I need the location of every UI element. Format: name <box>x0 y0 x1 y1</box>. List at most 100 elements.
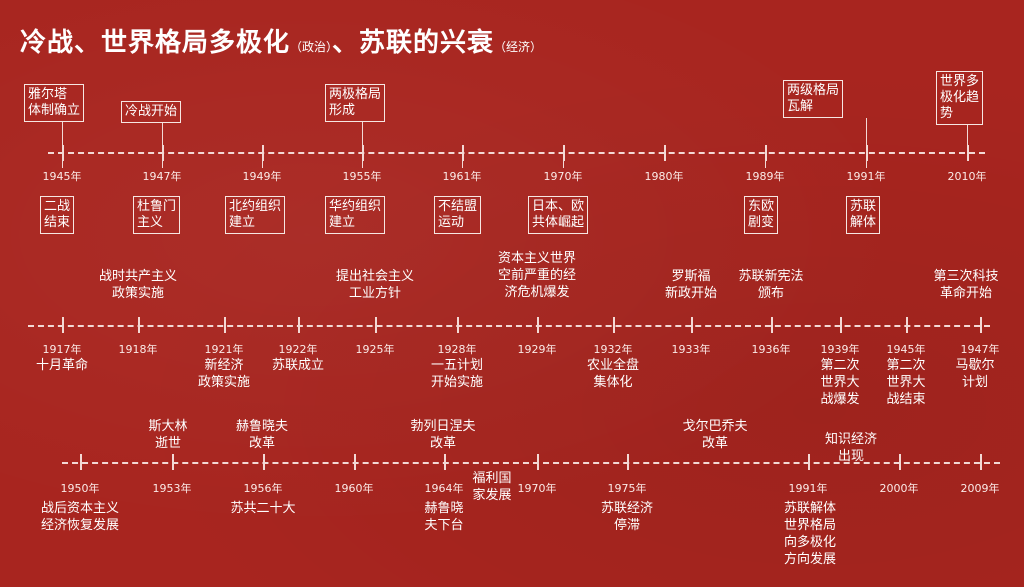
timeline-1-connector <box>967 125 968 152</box>
timeline-2-tick <box>138 317 140 333</box>
timeline-2-event-label: 苏联成立 <box>271 358 325 373</box>
timeline-2-tick <box>771 317 773 333</box>
timeline-2-tick <box>613 317 615 333</box>
timeline-2-event-label: 第三次科技革命开始 <box>933 269 999 301</box>
timeline-2-year-label: 1928年 <box>437 343 477 356</box>
timeline-3-tick <box>808 454 810 470</box>
timeline-2-tick <box>375 317 377 333</box>
timeline-1-event-box: 雅尔塔体制确立 <box>24 84 85 122</box>
timeline-3-event-label: 戈尔巴乔夫改革 <box>682 419 748 451</box>
timeline-1-event-box: 苏联解体 <box>846 196 881 234</box>
timeline-1-event-box: 东欧剧变 <box>744 196 779 234</box>
page-title: 冷战、世界格局多极化（政治）、苏联的兴衰（经济） <box>20 22 542 59</box>
timeline-1-year-label: 1991年 <box>846 170 886 183</box>
title-part2: 、苏联的兴衰 <box>332 28 495 58</box>
timeline-3-event-label: 知识经济出现 <box>824 432 878 464</box>
timeline-3-tick <box>354 454 356 470</box>
timeline-3-event-label: 福利国家发展 <box>472 471 512 503</box>
timeline-2-year-label: 1917年 <box>42 343 82 356</box>
timeline-2-year-label: 1925年 <box>355 343 395 356</box>
timeline-1-year-label: 1945年 <box>42 170 82 183</box>
timeline-1-event-box: 北约组织建立 <box>225 196 286 234</box>
timeline-2-event-label: 农业全盘集体化 <box>586 358 640 390</box>
timeline-1-year-label: 2010年 <box>947 170 987 183</box>
timeline-1-tick <box>967 145 969 161</box>
timeline-1-tick <box>262 145 264 161</box>
timeline-3-year-label: 1956年 <box>243 482 283 495</box>
title-note-politics: （政治） <box>290 40 333 54</box>
timeline-1-year-label: 1955年 <box>342 170 382 183</box>
timeline-1-connector <box>462 160 463 168</box>
timeline-1-connector <box>866 118 867 152</box>
timeline-3-event-label: 苏共二十大 <box>230 501 296 516</box>
timeline-2-event-label: 第二次世界大战爆发 <box>820 358 860 407</box>
timeline-2-year-label: 1929年 <box>517 343 557 356</box>
timeline-1-connector <box>162 123 163 152</box>
timeline-1-year-label: 1947年 <box>142 170 182 183</box>
timeline-2-event-label: 新经济政策实施 <box>197 358 251 390</box>
timeline-3-tick <box>627 454 629 470</box>
timeline-2-event-label: 罗斯福新政开始 <box>664 269 718 301</box>
timeline-1-event-box: 两极格局形成 <box>325 84 386 122</box>
timeline-2-tick <box>457 317 459 333</box>
timeline-1-connector <box>62 160 63 168</box>
timeline-3-event-label: 赫鲁晓夫下台 <box>424 501 464 533</box>
timeline-3-year-label: 2009年 <box>960 482 1000 495</box>
timeline-2-tick <box>537 317 539 333</box>
timeline-1-event-box: 杜鲁门主义 <box>133 196 181 234</box>
timeline-2-axis <box>28 325 990 327</box>
timeline-1-event-box: 两级格局瓦解 <box>783 80 844 118</box>
timeline-1-tick <box>563 145 565 161</box>
timeline-1-connector <box>765 160 766 168</box>
timeline-3-year-label: 1953年 <box>152 482 192 495</box>
timeline-1-year-label: 1949年 <box>242 170 282 183</box>
timeline-1-tick <box>462 145 464 161</box>
timeline-1-connector <box>563 160 564 168</box>
timeline-2-tick <box>224 317 226 333</box>
timeline-2-event-label: 提出社会主义工业方针 <box>335 269 415 301</box>
timeline-1-axis <box>48 152 985 154</box>
timeline-1-connector <box>262 160 263 168</box>
timeline-2-event-label: 一五计划开始实施 <box>430 358 484 390</box>
timeline-1-connector <box>62 122 63 152</box>
timeline-1-tick <box>62 145 64 161</box>
timeline-2-year-label: 1932年 <box>593 343 633 356</box>
timeline-3-event-label: 苏联解体世界格局向多极化方向发展 <box>783 501 837 567</box>
timeline-1-connector <box>162 160 163 168</box>
timeline-2-tick <box>62 317 64 333</box>
timeline-1-connector <box>866 160 867 168</box>
timeline-2-event-label: 马歇尔计划 <box>955 358 995 390</box>
timeline-1-year-label: 1989年 <box>745 170 785 183</box>
timeline-2-year-label: 1945年 <box>886 343 926 356</box>
timeline-1-event-box: 二战结束 <box>40 196 75 234</box>
timeline-2-tick <box>840 317 842 333</box>
timeline-3-tick <box>899 454 901 470</box>
timeline-1-tick <box>866 145 868 161</box>
timeline-3-tick <box>537 454 539 470</box>
timeline-3-event-label: 斯大林逝世 <box>148 419 188 451</box>
timeline-2-year-label: 1936年 <box>751 343 791 356</box>
timeline-3-year-label: 1975年 <box>607 482 647 495</box>
timeline-1-tick <box>162 145 164 161</box>
timeline-1-year-label: 1970年 <box>543 170 583 183</box>
timeline-1-connector <box>362 122 363 152</box>
timeline-1-tick <box>765 145 767 161</box>
timeline-3-tick <box>80 454 82 470</box>
timeline-2-event-label: 苏联新宪法颁布 <box>738 269 804 301</box>
timeline-2-tick <box>298 317 300 333</box>
timeline-1-event-box: 世界多极化趋势 <box>936 71 984 125</box>
timeline-3-year-label: 2000年 <box>879 482 919 495</box>
timeline-3-year-label: 1970年 <box>517 482 557 495</box>
timeline-2-year-label: 1922年 <box>278 343 318 356</box>
timeline-2-tick <box>906 317 908 333</box>
timeline-3-tick <box>980 454 982 470</box>
timeline-2-year-label: 1921年 <box>204 343 244 356</box>
timeline-1-event-box: 不结盟运动 <box>434 196 482 234</box>
timeline-2-event-label: 资本主义世界空前严重的经济危机爆发 <box>497 251 577 300</box>
timeline-1-event-box: 冷战开始 <box>121 101 182 123</box>
title-part1: 冷战、世界格局多极化 <box>20 28 291 58</box>
timeline-2-year-label: 1918年 <box>118 343 158 356</box>
timeline-3-event-label: 勃列日涅夫改革 <box>410 419 476 451</box>
timeline-3-event-label: 苏联经济停滞 <box>600 501 654 533</box>
